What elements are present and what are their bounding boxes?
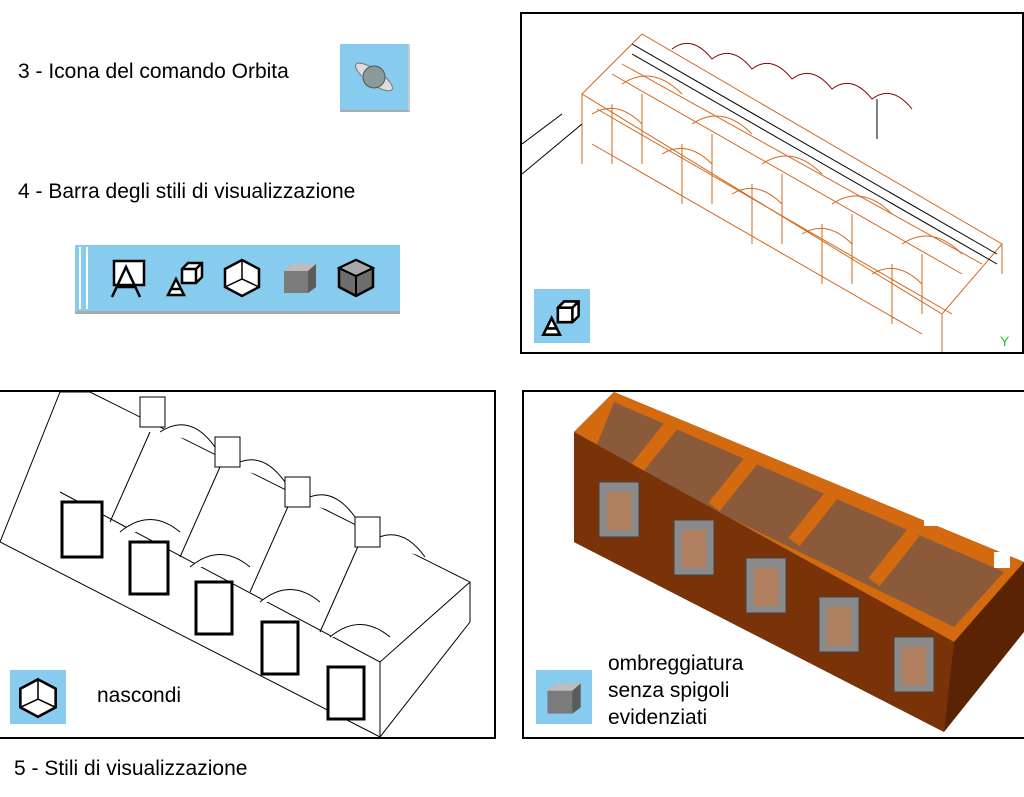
hidden-label: nascondi bbox=[97, 684, 182, 707]
hidden-icon[interactable] bbox=[219, 255, 265, 301]
toolbar-grip[interactable] bbox=[79, 247, 88, 309]
shaded-label-line: senza spigoli bbox=[608, 679, 730, 702]
orbit-icon bbox=[355, 62, 393, 92]
y-axis-label: Y bbox=[1000, 333, 1010, 349]
hidden-icon bbox=[19, 678, 57, 719]
3d-wireframe-icon bbox=[542, 300, 580, 336]
3d-wireframe-icon[interactable] bbox=[163, 255, 209, 301]
shaded-label-line: ombreggiatura bbox=[608, 652, 744, 675]
hidden-style-badge bbox=[10, 670, 66, 724]
orbit-button[interactable] bbox=[340, 44, 410, 112]
hidden-building bbox=[0, 392, 471, 737]
shaded-building bbox=[574, 392, 1024, 732]
shaded-view-panel: ombreggiatura senza spigoli evidenziati bbox=[522, 390, 1024, 739]
styles-caption: 5 - Stili di visualizzazione bbox=[14, 757, 248, 780]
flat-shaded-icon[interactable] bbox=[277, 255, 323, 301]
visual-styles-toolbar bbox=[75, 245, 400, 314]
orbit-caption: 3 - Icona del comando Orbita bbox=[18, 60, 289, 83]
shaded-style-badge bbox=[536, 670, 592, 724]
wireframe-building: Y bbox=[522, 33, 1010, 352]
shaded-label: ombreggiatura senza spigoli evidenziati bbox=[608, 650, 748, 731]
2d-wireframe-icon[interactable] bbox=[107, 255, 153, 301]
wireframe-view-panel: Y bbox=[520, 12, 1024, 354]
shaded-label-line: evidenziati bbox=[608, 706, 708, 729]
hidden-view-panel: nascondi bbox=[0, 390, 496, 739]
flat-shaded-icon bbox=[547, 683, 581, 714]
wireframe-style-badge bbox=[534, 289, 590, 343]
shaded-edges-icon[interactable] bbox=[333, 255, 379, 301]
toolbar-caption: 4 - Barra degli stili di visualizzazione bbox=[18, 180, 356, 203]
